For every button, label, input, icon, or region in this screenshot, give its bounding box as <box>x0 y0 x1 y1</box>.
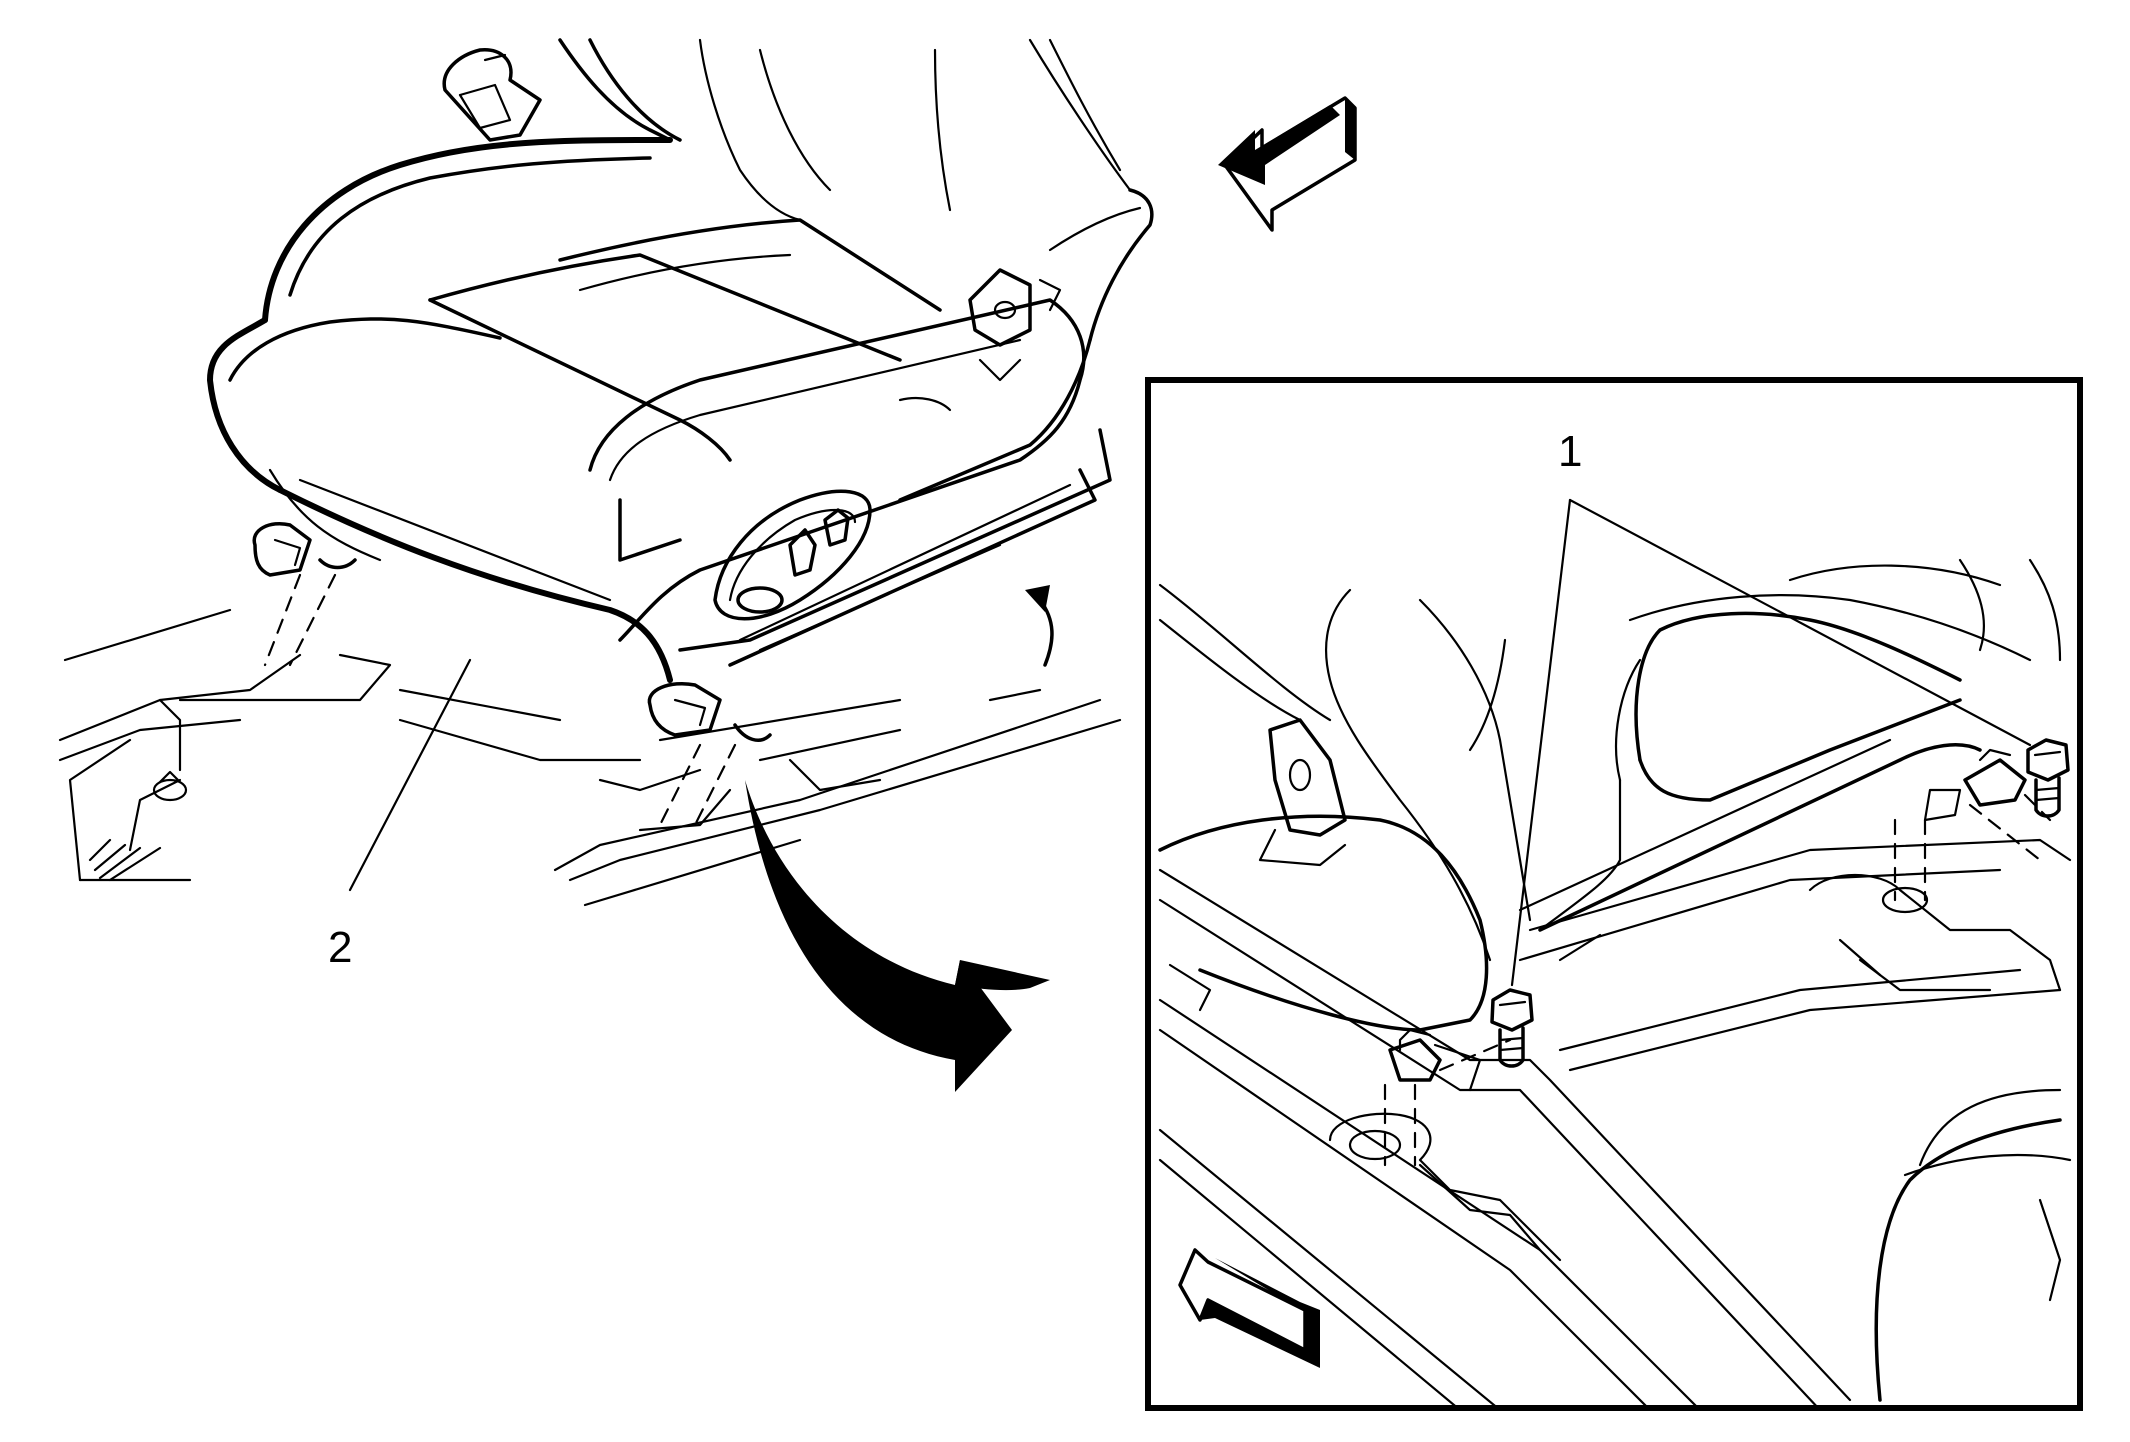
seat-track <box>678 428 1112 667</box>
callout-1-leader <box>1510 498 1572 987</box>
seatback <box>558 38 1154 502</box>
callout-2-label: 2 <box>328 923 352 972</box>
bolt-icon <box>1490 988 1534 1068</box>
seat-cushion <box>207 137 942 683</box>
rear-track-foot <box>252 522 357 667</box>
direction-arrow-icon <box>1178 1248 1320 1368</box>
inset-belt-buckle <box>1258 718 1347 867</box>
side-trim-panel <box>588 298 1086 642</box>
floor-pan <box>58 608 1122 907</box>
front-track-foot <box>647 682 772 827</box>
inset-seat-underside <box>1158 588 1982 1032</box>
direction-arrow-icon <box>1218 96 1357 232</box>
seat-belt-buckle <box>442 48 542 142</box>
callout-1-label: 1 <box>1558 427 1582 476</box>
inset-front-foot-bracket <box>1383 1028 1512 1167</box>
lift-arrow-icon <box>1025 585 1054 667</box>
seat-overview: 2 <box>58 38 1154 972</box>
recline-lever <box>968 268 1062 382</box>
inset-seat-cushion <box>1628 558 2062 802</box>
detail-inset: 1 <box>1145 377 2083 1411</box>
rotate-arrow-icon <box>745 780 1050 1092</box>
inset-floor-well <box>1328 874 2062 1262</box>
callout-2-leader <box>348 658 472 892</box>
bolt-icon <box>2026 738 2070 818</box>
inset-adjacent-seat <box>1874 1088 2072 1402</box>
callout-1-leader <box>1568 498 2032 747</box>
inset-seat-rails <box>1158 583 2072 1406</box>
inset-rear-foot-bracket <box>1893 748 2052 902</box>
